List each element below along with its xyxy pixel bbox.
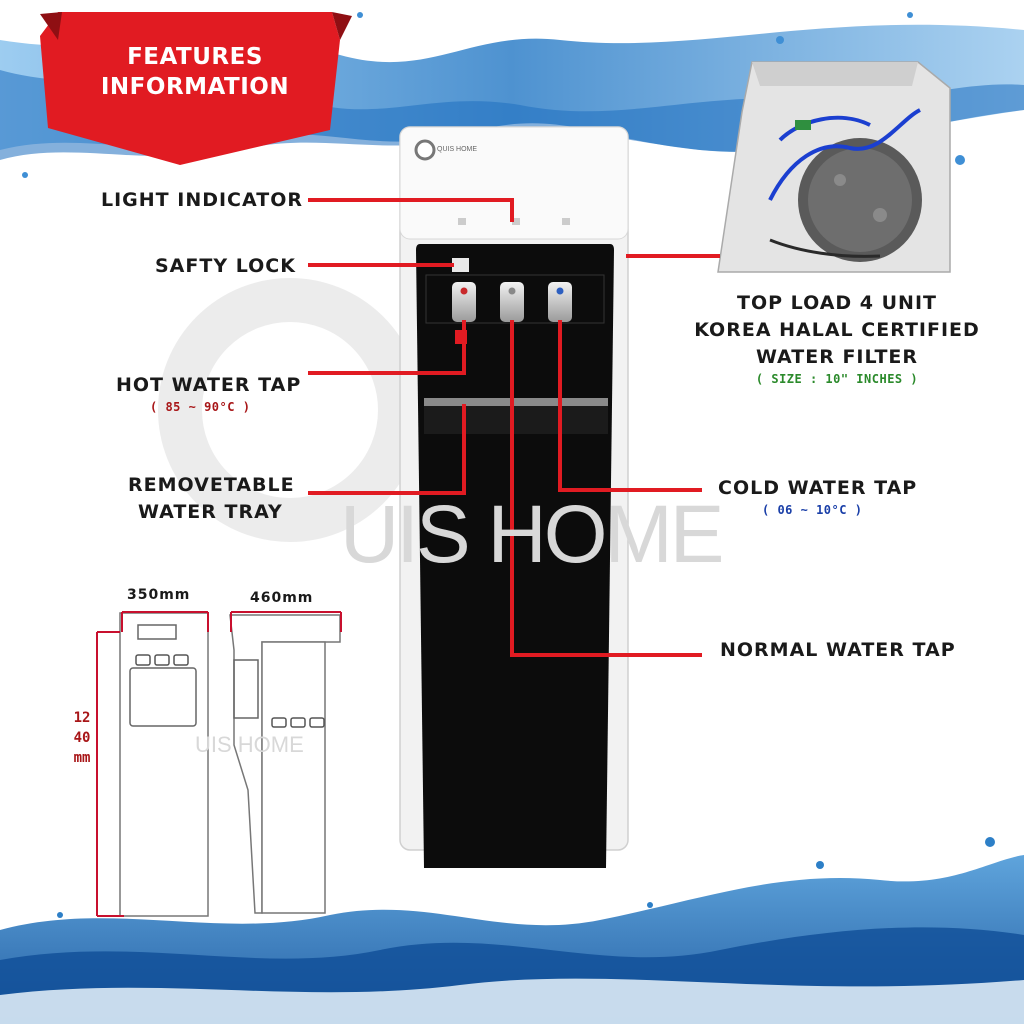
label-filter-line-3: WATER FILTER xyxy=(755,346,919,368)
normal-tap-callout xyxy=(510,320,702,657)
label-cold-temperature: ( 06 ~ 10°C ) xyxy=(762,503,863,517)
label-light-indicator: LIGHT INDICATOR xyxy=(101,189,303,211)
front-view-drawing xyxy=(119,612,209,917)
width-dimension-line xyxy=(121,611,209,632)
watermark-text-small: UIS HOME xyxy=(195,732,304,757)
filter-photo xyxy=(717,61,951,273)
label-filter-line-1: TOP LOAD 4 UNIT xyxy=(736,292,937,314)
side-view-drawing xyxy=(229,614,341,914)
label-tray-line-1: REMOVETABLE xyxy=(128,474,295,496)
dimension-width: 350mm xyxy=(127,587,191,603)
brand-logo-text: QUIS HOME xyxy=(437,146,478,153)
hot-tap-callout xyxy=(308,320,466,375)
label-hot-temperature: ( 85 ~ 90°C ) xyxy=(150,400,251,414)
water-splash-bottom xyxy=(0,837,1024,1024)
dimension-lines xyxy=(96,611,342,917)
depth-dimension-line xyxy=(230,611,342,632)
label-filter-line-2: KOREA HALAL CERTIFIED xyxy=(694,319,980,341)
dimension-height: 1240mm xyxy=(73,710,91,766)
banner-line-1: FEATURES xyxy=(127,44,263,70)
label-normal-water-tap: NORMAL WATER TAP xyxy=(720,639,956,661)
cold-tap-callout xyxy=(558,320,702,492)
label-tray-line-2: WATER TRAY xyxy=(138,501,283,523)
label-cold-water-tap: COLD WATER TAP xyxy=(718,477,918,499)
label-safety-lock: SAFTY LOCK xyxy=(155,255,296,277)
label-hot-water-tap: HOT WATER TAP xyxy=(116,374,302,396)
label-filter-size: ( SIZE : 10" INCHES ) xyxy=(755,372,919,386)
watermark-text: UIS HOME xyxy=(340,489,724,580)
features-banner xyxy=(40,12,352,165)
banner-title: FEATURES INFORMATION xyxy=(80,42,310,102)
tray-callout xyxy=(308,404,466,495)
light-indicator-callout xyxy=(308,198,514,222)
callout-lines xyxy=(308,198,720,657)
dimension-depth: 460mm xyxy=(250,590,314,606)
height-dimension-line xyxy=(96,631,124,917)
banner-line-2: INFORMATION xyxy=(100,74,290,100)
